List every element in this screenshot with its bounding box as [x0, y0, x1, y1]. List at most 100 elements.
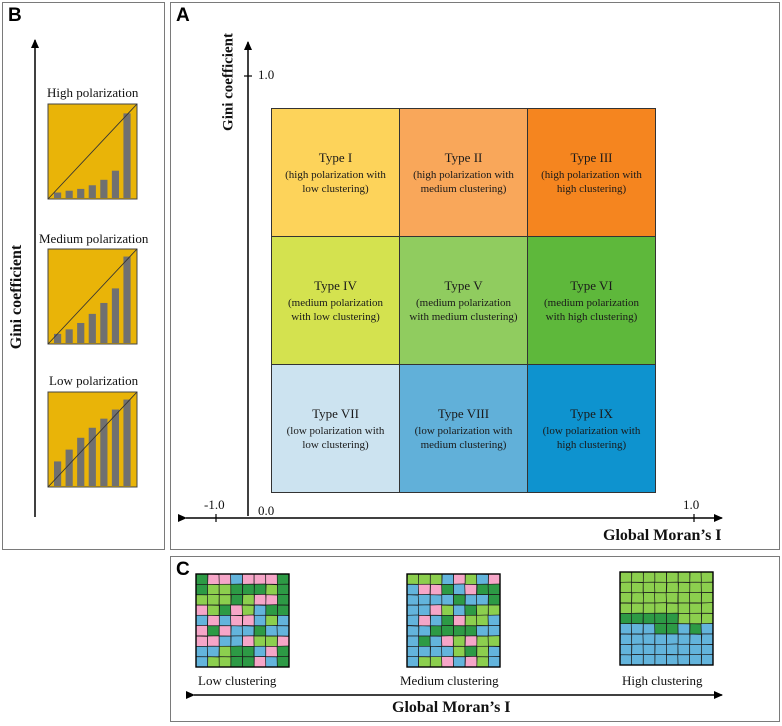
- map-parcel: [666, 612, 679, 625]
- map-parcel: [195, 614, 208, 627]
- map-parcel: [642, 633, 656, 645]
- map-parcel: [677, 623, 691, 635]
- map-parcel: [230, 594, 244, 606]
- map-parcel: [230, 656, 243, 668]
- type-cell-description: (high polarization with high clustering): [541, 168, 642, 195]
- map-parcel: [642, 643, 656, 656]
- map-parcel: [242, 583, 255, 596]
- map-parcel: [453, 614, 466, 627]
- map-parcel: [464, 583, 478, 596]
- type-cell-description: (medium polarization with medium cluster…: [409, 296, 518, 323]
- map-parcel: [642, 592, 656, 604]
- map-parcel: [218, 604, 232, 616]
- polarization-bar: [77, 322, 85, 343]
- map-parcel: [476, 573, 489, 585]
- map-parcel: [464, 573, 478, 585]
- map-parcel: [417, 604, 431, 616]
- map-parcel: [475, 594, 489, 606]
- polarization-bar: [111, 409, 120, 486]
- equality-line: [47, 391, 138, 488]
- map-parcel: [441, 614, 454, 627]
- type-cell-description: (low polarization with high clustering): [542, 424, 641, 451]
- map-parcel: [230, 625, 244, 637]
- map-parcel: [230, 645, 243, 658]
- polarization-bar: [77, 188, 85, 198]
- map-parcel: [441, 625, 454, 637]
- map-parcel: [487, 614, 501, 627]
- map-parcel: [619, 602, 633, 614]
- type-cell-title: Type VII: [312, 405, 359, 421]
- map-parcel: [195, 604, 209, 616]
- map-parcel: [265, 583, 279, 596]
- polarization-bar: [100, 179, 108, 198]
- map-parcel: [406, 594, 419, 606]
- type-cell: Type VI(medium polarization with high cl…: [527, 236, 656, 365]
- map-parcel: [488, 573, 501, 585]
- map-parcel: [654, 602, 667, 614]
- map-parcel: [654, 592, 667, 604]
- panel-a-x-axis-label: Global Moran’s I: [603, 527, 722, 544]
- polarization-bar: [54, 333, 62, 343]
- polarization-bar: [77, 437, 85, 486]
- map-parcel: [642, 623, 656, 635]
- type-cell: Type VIII(low polarization with medium c…: [399, 364, 528, 493]
- map-parcel: [689, 581, 702, 594]
- clustering-map: [195, 573, 290, 668]
- map-parcel: [429, 656, 443, 668]
- map-parcel: [429, 645, 443, 658]
- type-cell: Type IV(medium polarization with low clu…: [271, 236, 400, 365]
- type-cell-description: (medium polarization with high clusterin…: [544, 296, 639, 323]
- map-parcel: [265, 656, 278, 668]
- map-parcel: [441, 604, 454, 616]
- polarization-bar: [88, 185, 96, 198]
- map-parcel: [441, 645, 454, 658]
- map-parcel: [241, 625, 255, 637]
- map-parcel: [218, 573, 232, 585]
- map-parcel: [406, 573, 420, 585]
- type-cell-description: (low polarization with medium clustering…: [414, 424, 513, 451]
- map-parcel: [700, 581, 714, 594]
- map-parcel: [631, 592, 644, 604]
- map-parcel: [242, 573, 255, 585]
- map-parcel: [195, 624, 209, 637]
- map-parcel: [207, 656, 220, 668]
- map-parcel: [218, 614, 232, 627]
- map-parcel: [464, 594, 478, 606]
- map-parcel: [631, 602, 644, 614]
- map-parcel: [642, 571, 656, 583]
- map-parcel: [642, 581, 656, 594]
- polarization-bar: [100, 418, 108, 486]
- map-parcel: [631, 654, 644, 666]
- type-cell-title: Type III: [570, 149, 613, 165]
- map-parcel: [464, 655, 478, 668]
- map-parcel: [406, 583, 419, 596]
- map-parcel: [429, 594, 443, 606]
- map-parcel: [476, 656, 490, 668]
- type-cell-description: (high polarization with medium clusterin…: [413, 168, 514, 195]
- map-parcel: [253, 625, 267, 637]
- map-parcel: [631, 643, 644, 656]
- map-parcel: [441, 573, 455, 585]
- map-parcel: [701, 592, 714, 604]
- map-parcel: [464, 645, 478, 658]
- map-parcel: [488, 656, 501, 668]
- map-parcel: [218, 656, 232, 668]
- map-parcel: [195, 583, 209, 596]
- map-parcel: [265, 594, 278, 606]
- map-parcel: [476, 645, 489, 658]
- map-parcel: [206, 645, 220, 658]
- polarization-bar: [111, 170, 120, 198]
- map-parcel: [417, 583, 431, 596]
- map-parcel: [642, 602, 656, 614]
- equality-line: [47, 248, 138, 345]
- map-parcel: [476, 625, 489, 637]
- panel-a-letter: A: [176, 5, 190, 26]
- map-parcel: [654, 643, 668, 656]
- map-parcel: [619, 581, 633, 594]
- panel-b-letter: B: [8, 5, 22, 26]
- map-parcel: [253, 593, 267, 606]
- map-parcel: [631, 633, 644, 645]
- map-parcel: [689, 571, 702, 583]
- map-parcel: [207, 614, 220, 627]
